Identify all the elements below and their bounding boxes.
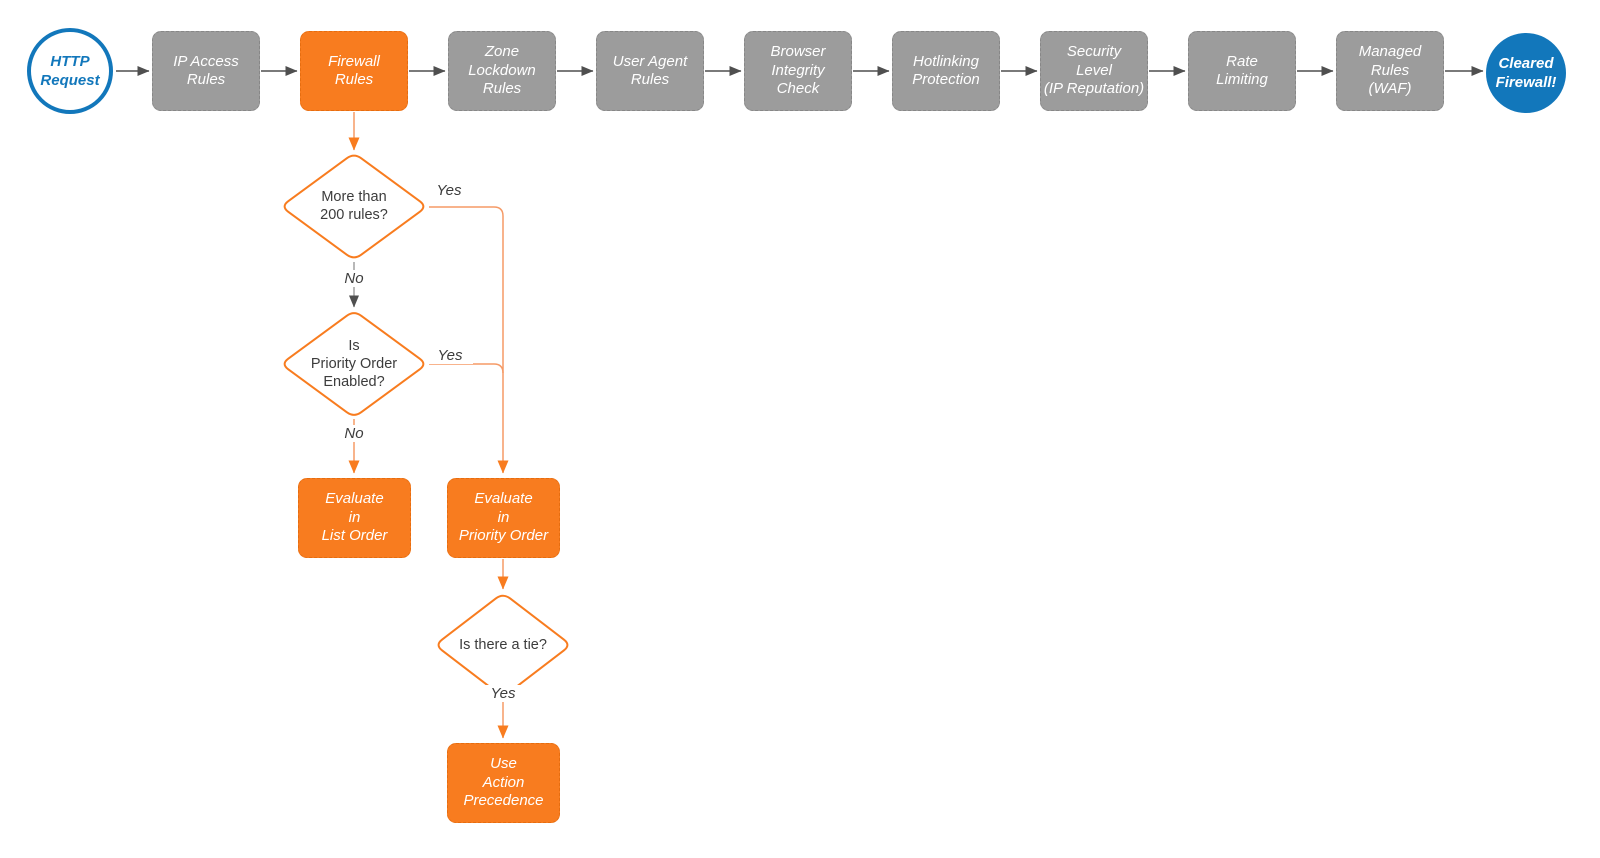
edge-decision1-yes [429, 206, 509, 474]
pipeline-node-hotlinking-protection: Hotlinking Protection [892, 31, 1000, 111]
pipeline-node-ip-access-rules: IP Access Rules [152, 31, 260, 111]
decision1-diamond [283, 154, 425, 259]
action-node-evaluate-list-order: Evaluate in List Order [298, 478, 411, 558]
pipeline-node-firewall-rules: Firewall Rules [300, 31, 408, 111]
decision2-label: Is Priority Order Enabled? [310, 338, 398, 390]
edge-label-decision2-no: No [331, 425, 377, 442]
decision3-label: Is there a tie? [459, 637, 547, 653]
pipeline-node-security-level: Security Level (IP Reputation) [1040, 31, 1148, 111]
pipeline-node-managed-rules-waf: Managed Rules (WAF) [1336, 31, 1444, 111]
action-node-evaluate-priority-order: Evaluate in Priority Order [447, 478, 560, 558]
decision1-label: More than 200 rules? [320, 189, 388, 223]
edge-label-decision2-yes: Yes [427, 347, 473, 364]
decision2-diamond [283, 312, 425, 416]
edge-decision2-yes [429, 363, 504, 374]
start-node-http-request: HTTP Request [27, 28, 113, 114]
action-node-use-action-precedence: Use Action Precedence [447, 743, 560, 823]
edge-label-decision3-yes: Yes [480, 685, 526, 702]
pipeline-node-zone-lockdown-rules: Zone Lockdown Rules [448, 31, 556, 111]
end-node-cleared-firewall: Cleared Firewall! [1486, 33, 1566, 113]
pipeline-node-browser-integrity-check: Browser Integrity Check [744, 31, 852, 111]
pipeline-node-user-agent-rules: User Agent Rules [596, 31, 704, 111]
edge-label-decision1-yes: Yes [436, 182, 462, 199]
pipeline-node-rate-limiting: Rate Limiting [1188, 31, 1296, 111]
edge-label-decision1-no: No [331, 270, 377, 287]
